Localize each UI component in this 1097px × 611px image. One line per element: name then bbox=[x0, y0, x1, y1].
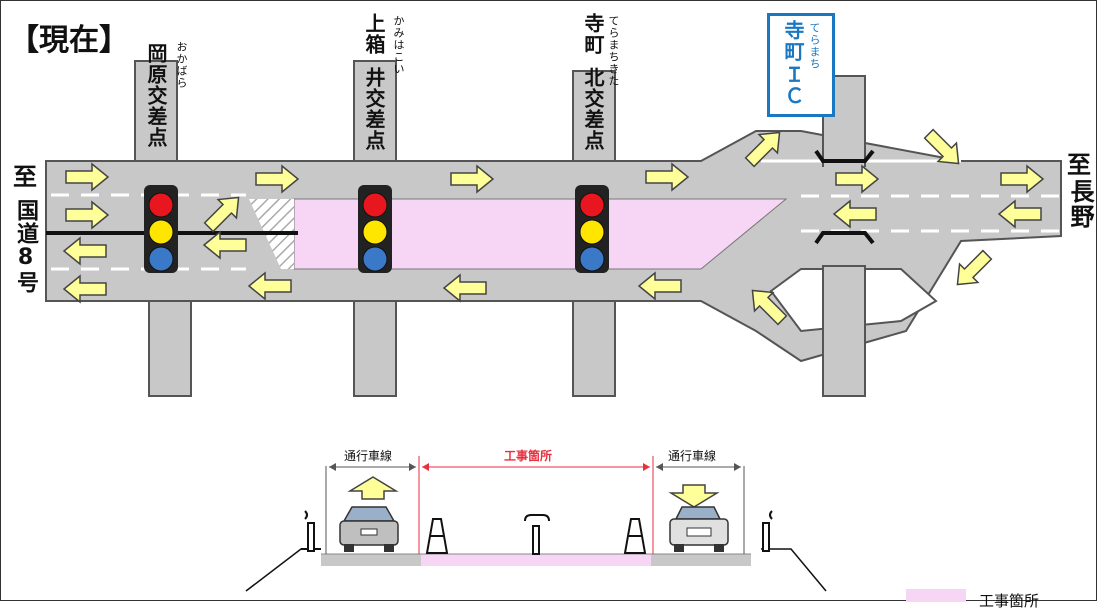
traffic-signal-icon bbox=[575, 185, 609, 273]
kamihakoi-ruby: かみはこい bbox=[392, 15, 405, 75]
right-dest-prefix: 至 bbox=[1067, 151, 1091, 179]
traffic-signal-icon bbox=[358, 185, 392, 273]
teramachi-kita-ruby: てらまちきた bbox=[607, 15, 620, 87]
teramachi-kita-name-top: 寺町 bbox=[581, 13, 605, 55]
traffic-signal-icon bbox=[144, 185, 178, 273]
okabara-name: 岡原交差点 bbox=[144, 43, 168, 148]
page-title: 【現在】 bbox=[9, 23, 129, 58]
teramachi-kita-name-bottom: 北交差点 bbox=[581, 67, 605, 151]
right-dest-name: 長野 bbox=[1066, 179, 1094, 229]
kamihakoi-name-top: 上箱 bbox=[362, 13, 386, 55]
left-lane-label: 通行車線 bbox=[344, 449, 393, 463]
construction-zone-section bbox=[421, 554, 651, 566]
ic-ruby: てらまち bbox=[808, 22, 821, 70]
right-lane-label: 通行車線 bbox=[668, 449, 717, 463]
car-icon bbox=[339, 506, 399, 552]
legend-swatch bbox=[906, 589, 966, 602]
ic-name-bottom: ＩＣ bbox=[781, 64, 805, 106]
ic-name-top: 寺町 bbox=[781, 20, 805, 62]
kamihakoi-name-bottom: 井交差点 bbox=[362, 67, 386, 151]
left-dest-name: 国道8号 bbox=[13, 199, 38, 294]
left-dest-prefix: 至 bbox=[13, 163, 37, 191]
okabara-ruby: おかばら bbox=[175, 41, 188, 89]
cross-section bbox=[245, 456, 966, 602]
cone-icon bbox=[623, 518, 647, 554]
cone-icon bbox=[425, 518, 449, 554]
ic-sign: てらまち 寺町 ＩＣ bbox=[767, 13, 835, 117]
construction-label: 工事箇所 bbox=[504, 449, 553, 463]
car-icon bbox=[669, 506, 729, 552]
